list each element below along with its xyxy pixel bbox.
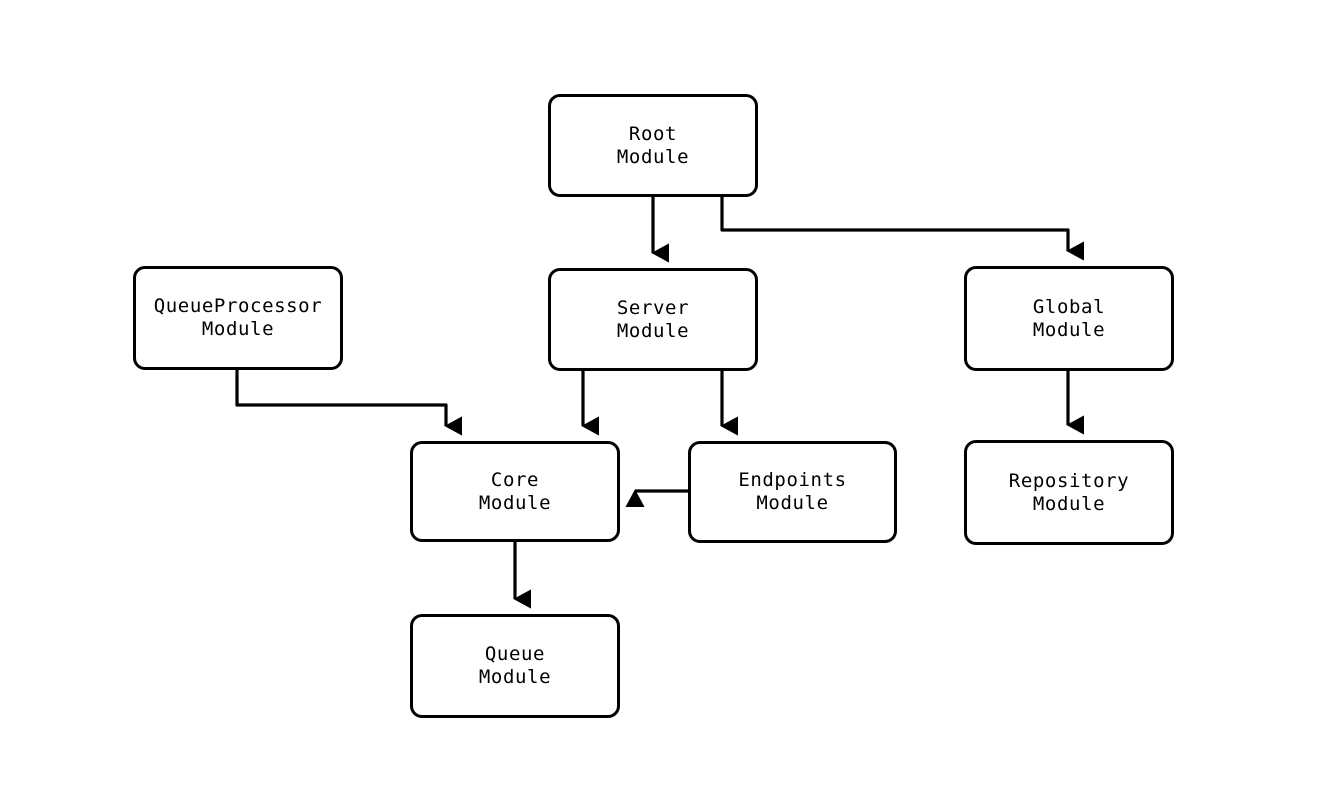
node-queue-suffix: Module [478,666,552,688]
node-root-suffix: Module [616,145,690,168]
node-queue-name: Queue [484,643,546,665]
node-endpoints-name: Endpoints [738,469,847,491]
node-root-name: Root [628,122,678,145]
node-core-suffix: Module [478,491,552,514]
node-repository-name: Repository [1008,469,1130,492]
node-queueprocessor-name: QueueProcessor [153,295,323,317]
node-endpoints-suffix: Module [756,492,829,514]
node-global-name: Global [1032,295,1106,318]
node-global-suffix: Module [1032,318,1106,341]
node-core-name: Core [490,468,540,491]
node-queueprocessor-suffix: Module [201,318,275,340]
node-server-suffix: Module [616,319,690,342]
node-server-name: Server [616,296,690,319]
edge-root-global [720,197,1084,261]
node-repository-suffix: Module [1032,492,1106,515]
edge-queueprocessor-core [235,370,462,436]
